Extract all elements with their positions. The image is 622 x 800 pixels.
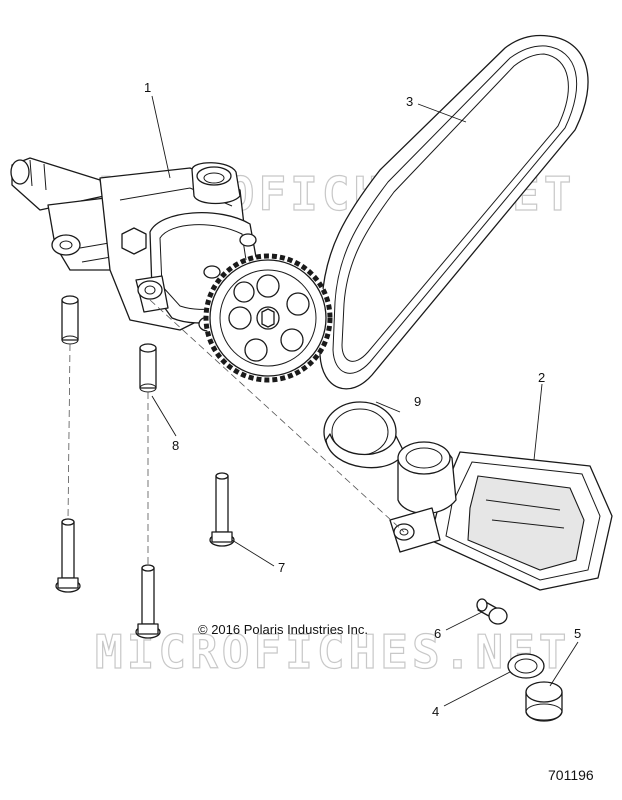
callout-6: 6 (434, 626, 441, 641)
document-number: 701196 (548, 767, 594, 783)
callout-1: 1 (144, 80, 151, 95)
callout-5: 5 (574, 626, 581, 641)
callout-8: 8 (172, 438, 179, 453)
callout-7: 7 (278, 560, 285, 575)
watermark-bottom: MICROFICHES.NET (95, 625, 570, 679)
bolt-lower-center (135, 564, 161, 639)
dowel-pin-upper (61, 295, 79, 345)
callout-9: 9 (414, 394, 421, 409)
oil-pickup-strainer (389, 441, 613, 591)
copyright-notice: © 2016 Polaris Industries Inc. (198, 622, 368, 637)
callout-2: 2 (538, 370, 545, 385)
callout-3: 3 (406, 94, 413, 109)
bolt-left (55, 518, 81, 593)
drive-belt (319, 34, 589, 390)
pump-sprocket (203, 253, 333, 383)
alignment-lines (67, 299, 405, 566)
o-ring-seal (323, 401, 405, 469)
dowel-pin-lower (139, 343, 157, 393)
bolt-long-center (209, 472, 235, 547)
callout-4: 4 (432, 704, 439, 719)
pickup-screw (476, 598, 508, 625)
drain-washer (507, 653, 545, 679)
drain-plug (525, 681, 563, 722)
leader-lines (151, 95, 579, 707)
